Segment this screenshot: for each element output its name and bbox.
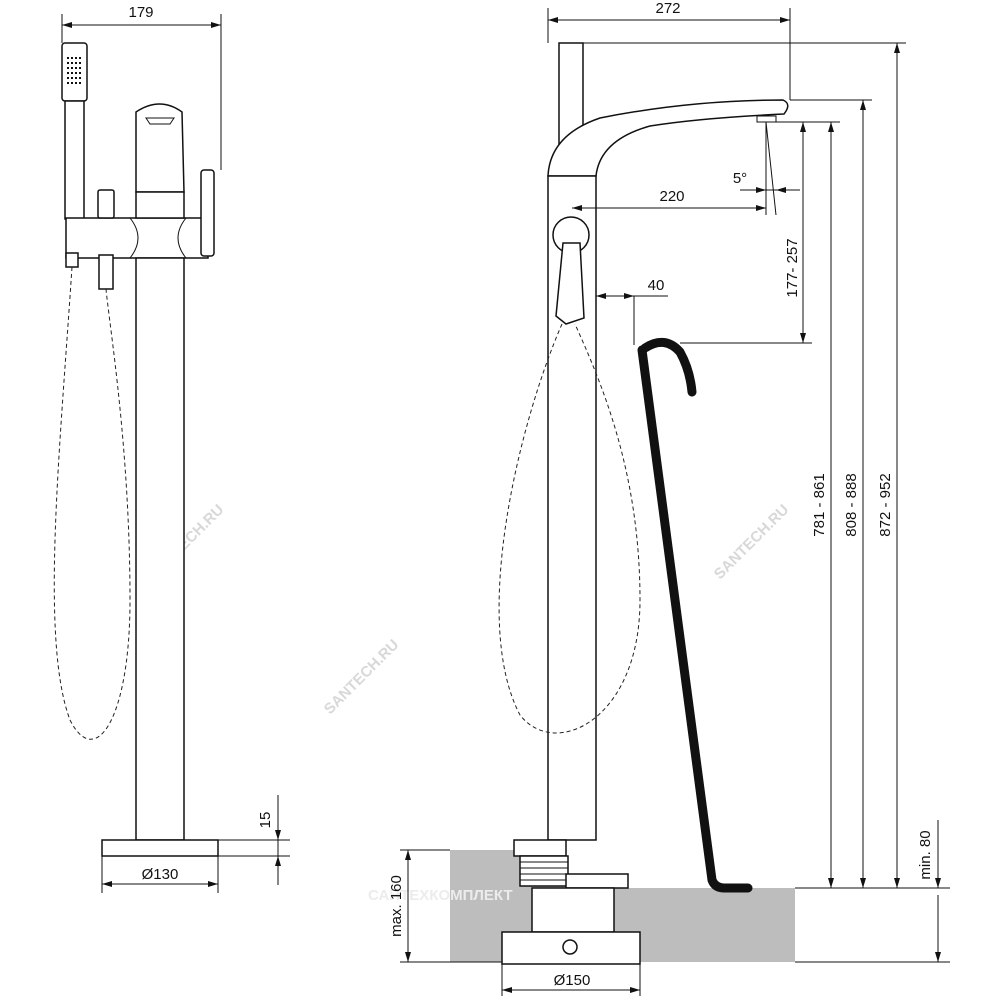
front-column-collar xyxy=(135,191,185,219)
dim-angle: 5° xyxy=(733,121,800,216)
front-hose xyxy=(53,266,131,740)
bath-wall xyxy=(637,345,753,893)
watermark-group: SANTECH.RU SANTECH.RU SANTECH.RU xyxy=(146,501,793,718)
watermark-main: SANTECH.RU xyxy=(321,636,403,718)
dim-height-3-label: 872 - 952 xyxy=(877,473,894,536)
dim-front-width: 179 xyxy=(61,4,222,170)
front-body-bevel-left xyxy=(129,217,139,259)
front-body xyxy=(65,217,209,259)
dim-min-floor: min. 80 xyxy=(795,820,950,963)
side-view: САНТЕХКОМПЛЕКТ xyxy=(368,0,950,996)
front-column xyxy=(135,257,185,841)
front-body-bevel-right xyxy=(177,217,187,259)
dim-spout-clearance: 177- 257 xyxy=(680,121,812,344)
handshower-handle xyxy=(64,100,85,220)
dim-height-1: 781 - 861 xyxy=(776,121,840,888)
dim-side-width: 272 xyxy=(547,0,791,100)
side-mounting-body xyxy=(531,887,615,933)
side-lever xyxy=(555,242,585,325)
dim-height-3: 872 - 952 xyxy=(583,42,906,888)
hose-connector-left xyxy=(65,252,79,268)
watermark-small-right: SANTECH.RU xyxy=(711,501,793,583)
floor-watermark: САНТЕХКОМПЛЕКТ xyxy=(368,887,513,904)
bath-edge xyxy=(640,337,697,397)
dim-side-width-label: 272 xyxy=(655,0,680,17)
front-base xyxy=(101,839,219,857)
front-spout-outlet xyxy=(145,117,175,125)
side-threaded-pipe xyxy=(519,855,569,887)
dim-height-1-label: 781 - 861 xyxy=(811,473,828,536)
front-view: 179 15 Ø130 xyxy=(53,4,290,893)
dim-lever-gap-label: 40 xyxy=(648,277,665,294)
dim-height-2-label: 808 - 888 xyxy=(843,473,860,536)
dim-max-depth: max. 160 xyxy=(388,849,502,963)
side-base-connection xyxy=(562,939,578,955)
hose-connector-right xyxy=(98,254,114,290)
dim-angle-label: 5° xyxy=(733,170,747,187)
diverter-knob xyxy=(97,189,115,219)
dim-height-2: 808 - 888 xyxy=(790,99,872,888)
side-base-cap xyxy=(513,839,567,857)
dim-front-base-diameter: Ø130 xyxy=(101,856,219,893)
front-lever xyxy=(200,169,215,257)
dim-min-floor-label: min. 80 xyxy=(917,830,934,879)
handshower-nozzles xyxy=(67,57,81,84)
dim-spout-reach-label: 220 xyxy=(659,188,684,205)
dim-front-base-thickness-label: 15 xyxy=(257,812,274,829)
dim-max-depth-label: max. 160 xyxy=(388,875,405,937)
side-spout-outlet xyxy=(756,115,777,123)
dim-side-base-diameter-label: Ø150 xyxy=(554,972,591,989)
front-spout xyxy=(135,103,185,193)
dim-front-width-label: 179 xyxy=(128,4,153,21)
side-spout xyxy=(547,99,789,177)
handshower-head xyxy=(61,42,88,102)
side-hose xyxy=(498,323,641,734)
dim-lever-gap: 40 xyxy=(596,277,668,345)
dim-spout-clearance-label: 177- 257 xyxy=(784,238,801,297)
dim-spout-reach: 220 xyxy=(572,188,766,211)
dim-side-base-diameter: Ø150 xyxy=(501,962,641,996)
dim-front-base-diameter-label: Ø130 xyxy=(142,866,179,883)
dim-front-base-thickness: 15 xyxy=(218,795,290,885)
side-floor-plate xyxy=(565,873,629,889)
